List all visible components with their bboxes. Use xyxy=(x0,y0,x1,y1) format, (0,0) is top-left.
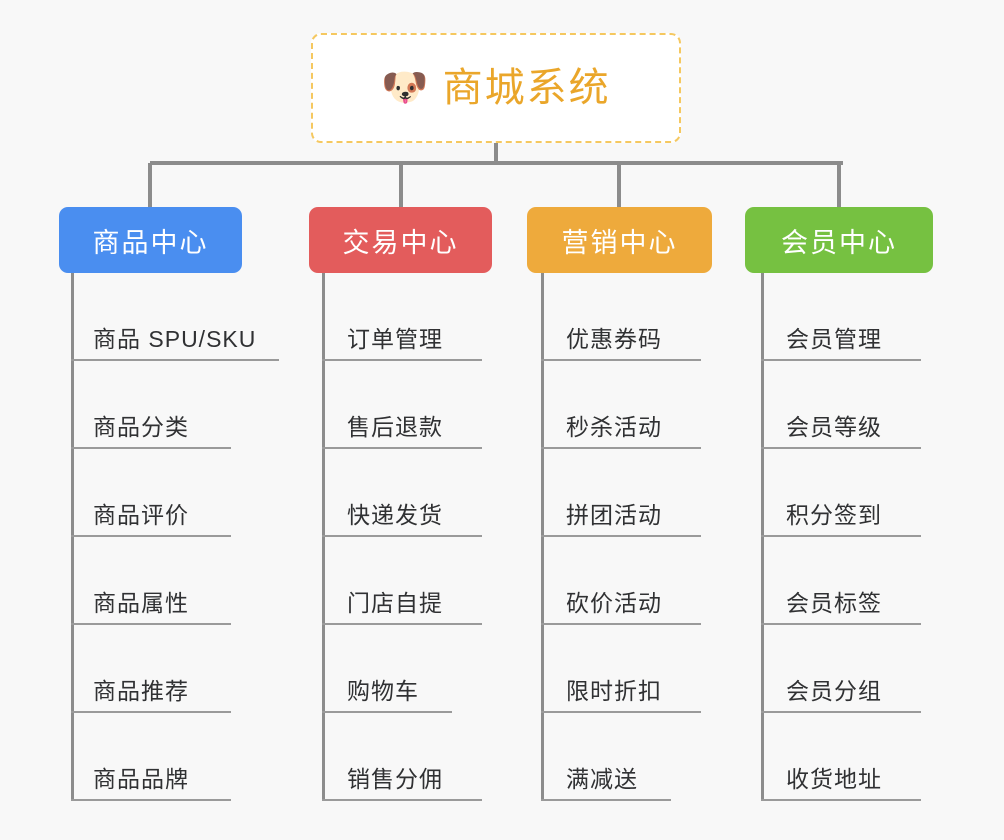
list-item-rule xyxy=(71,447,231,449)
list-item[interactable]: 拼团活动 xyxy=(527,449,746,537)
branch-drop-connector xyxy=(617,163,621,209)
branch-header-member[interactable]: 会员中心 xyxy=(745,207,933,273)
list-item[interactable]: 会员等级 xyxy=(745,361,964,449)
list-item[interactable]: 订单管理 xyxy=(309,273,528,361)
list-item-label: 收货地址 xyxy=(786,766,882,792)
list-item-rule xyxy=(761,447,921,449)
list-item-label: 商品属性 xyxy=(93,590,189,616)
branch-item-list-trade: 订单管理 售后退款 快递发货 门店自提 购物车 xyxy=(309,273,528,801)
list-item-rule xyxy=(761,535,921,537)
branch-item-list-product: 商品 SPU/SKU 商品分类 商品评价 商品属性 商品推荐 xyxy=(59,273,279,801)
list-item-label: 购物车 xyxy=(347,678,419,704)
branch-spine-connector xyxy=(322,273,325,801)
list-item[interactable]: 商品 SPU/SKU xyxy=(59,273,279,361)
list-item-rule xyxy=(71,799,231,801)
list-item-rule xyxy=(761,623,921,625)
list-item-rule xyxy=(541,623,701,625)
list-item-rule xyxy=(761,711,921,713)
list-item-rule xyxy=(322,799,482,801)
list-item-label: 商品推荐 xyxy=(93,678,189,704)
branch-header-label: 商品中心 xyxy=(92,227,209,258)
branch-drop-connector xyxy=(399,163,403,209)
list-item-label: 会员等级 xyxy=(786,414,882,440)
list-item[interactable]: 商品品牌 xyxy=(59,713,278,801)
list-item-label: 积分签到 xyxy=(786,502,882,528)
list-item-label: 限时折扣 xyxy=(566,678,662,704)
list-item-rule xyxy=(71,711,231,713)
list-item-rule xyxy=(761,359,921,361)
list-item-rule xyxy=(541,447,701,449)
list-item-rule xyxy=(761,799,921,801)
list-item-label: 订单管理 xyxy=(347,326,443,352)
branch-item-list-member: 会员管理 会员等级 积分签到 会员标签 会员分组 xyxy=(745,273,964,801)
list-item-label: 商品分类 xyxy=(93,414,189,440)
list-item[interactable]: 快递发货 xyxy=(309,449,528,537)
list-item-label: 售后退款 xyxy=(347,414,443,440)
list-item-rule xyxy=(322,535,482,537)
branch-header-trade[interactable]: 交易中心 xyxy=(309,207,492,273)
list-item-label: 商品评价 xyxy=(93,502,189,528)
list-item-rule xyxy=(322,623,482,625)
list-item-label: 商品品牌 xyxy=(93,766,189,792)
list-item[interactable]: 满减送 xyxy=(527,713,746,801)
list-item-rule xyxy=(541,359,701,361)
list-item[interactable]: 会员标签 xyxy=(745,537,964,625)
list-item-label: 秒杀活动 xyxy=(566,414,662,440)
branch-header-label: 交易中心 xyxy=(342,227,459,258)
branch-header-product[interactable]: 商品中心 xyxy=(59,207,242,273)
branch-header-label: 会员中心 xyxy=(781,227,897,258)
branch-drop-connector xyxy=(837,163,841,209)
list-item[interactable]: 商品属性 xyxy=(59,537,278,625)
list-item[interactable]: 购物车 xyxy=(309,625,528,713)
list-item-rule xyxy=(541,711,701,713)
root-node-label: 商城系统 xyxy=(442,66,611,110)
list-item-label: 快递发货 xyxy=(347,502,443,528)
branch-item-list-marketing: 优惠券码 秒杀活动 拼团活动 砍价活动 限时折扣 xyxy=(527,273,746,801)
list-item-label: 拼团活动 xyxy=(566,502,662,528)
branch-spine-connector xyxy=(541,273,544,801)
list-item-label: 砍价活动 xyxy=(566,590,662,616)
root-node-shop-system[interactable]: 🐶 商城系统 xyxy=(311,33,681,143)
list-item-label: 商品 SPU/SKU xyxy=(93,326,257,352)
list-item[interactable]: 会员管理 xyxy=(745,273,964,361)
list-item[interactable]: 砍价活动 xyxy=(527,537,746,625)
list-item-rule xyxy=(541,535,701,537)
list-item[interactable]: 优惠券码 xyxy=(527,273,746,361)
root-stem-connector xyxy=(494,143,498,163)
branch-header-label: 营销中心 xyxy=(561,227,678,258)
list-item-label: 会员分组 xyxy=(786,678,882,704)
list-item-rule xyxy=(322,359,482,361)
list-item[interactable]: 售后退款 xyxy=(309,361,528,449)
list-item-label: 优惠券码 xyxy=(566,326,662,352)
list-item-rule xyxy=(71,535,231,537)
list-item-label: 会员管理 xyxy=(786,326,882,352)
branch-spine-connector xyxy=(71,273,74,801)
list-item[interactable]: 销售分佣 xyxy=(309,713,528,801)
list-item[interactable]: 商品评价 xyxy=(59,449,278,537)
list-item[interactable]: 收货地址 xyxy=(745,713,964,801)
list-item[interactable]: 秒杀活动 xyxy=(527,361,746,449)
list-item[interactable]: 门店自提 xyxy=(309,537,528,625)
list-item-label: 门店自提 xyxy=(347,590,443,616)
list-item-label: 满减送 xyxy=(566,766,638,792)
branch-header-marketing[interactable]: 营销中心 xyxy=(527,207,712,273)
list-item-label: 销售分佣 xyxy=(347,766,443,792)
list-item-label: 会员标签 xyxy=(786,590,882,616)
branch-spine-connector xyxy=(761,273,764,801)
list-item[interactable]: 会员分组 xyxy=(745,625,964,713)
list-item-rule xyxy=(322,711,452,713)
list-item[interactable]: 积分签到 xyxy=(745,449,964,537)
branch-bus-connector xyxy=(150,161,843,165)
list-item-rule xyxy=(541,799,671,801)
list-item[interactable]: 限时折扣 xyxy=(527,625,746,713)
list-item[interactable]: 商品分类 xyxy=(59,361,278,449)
list-item[interactable]: 商品推荐 xyxy=(59,625,278,713)
list-item-rule xyxy=(71,623,231,625)
list-item-rule xyxy=(71,359,279,361)
list-item-rule xyxy=(322,447,482,449)
dog-face-icon: 🐶 xyxy=(381,67,429,109)
branch-drop-connector xyxy=(148,163,152,209)
